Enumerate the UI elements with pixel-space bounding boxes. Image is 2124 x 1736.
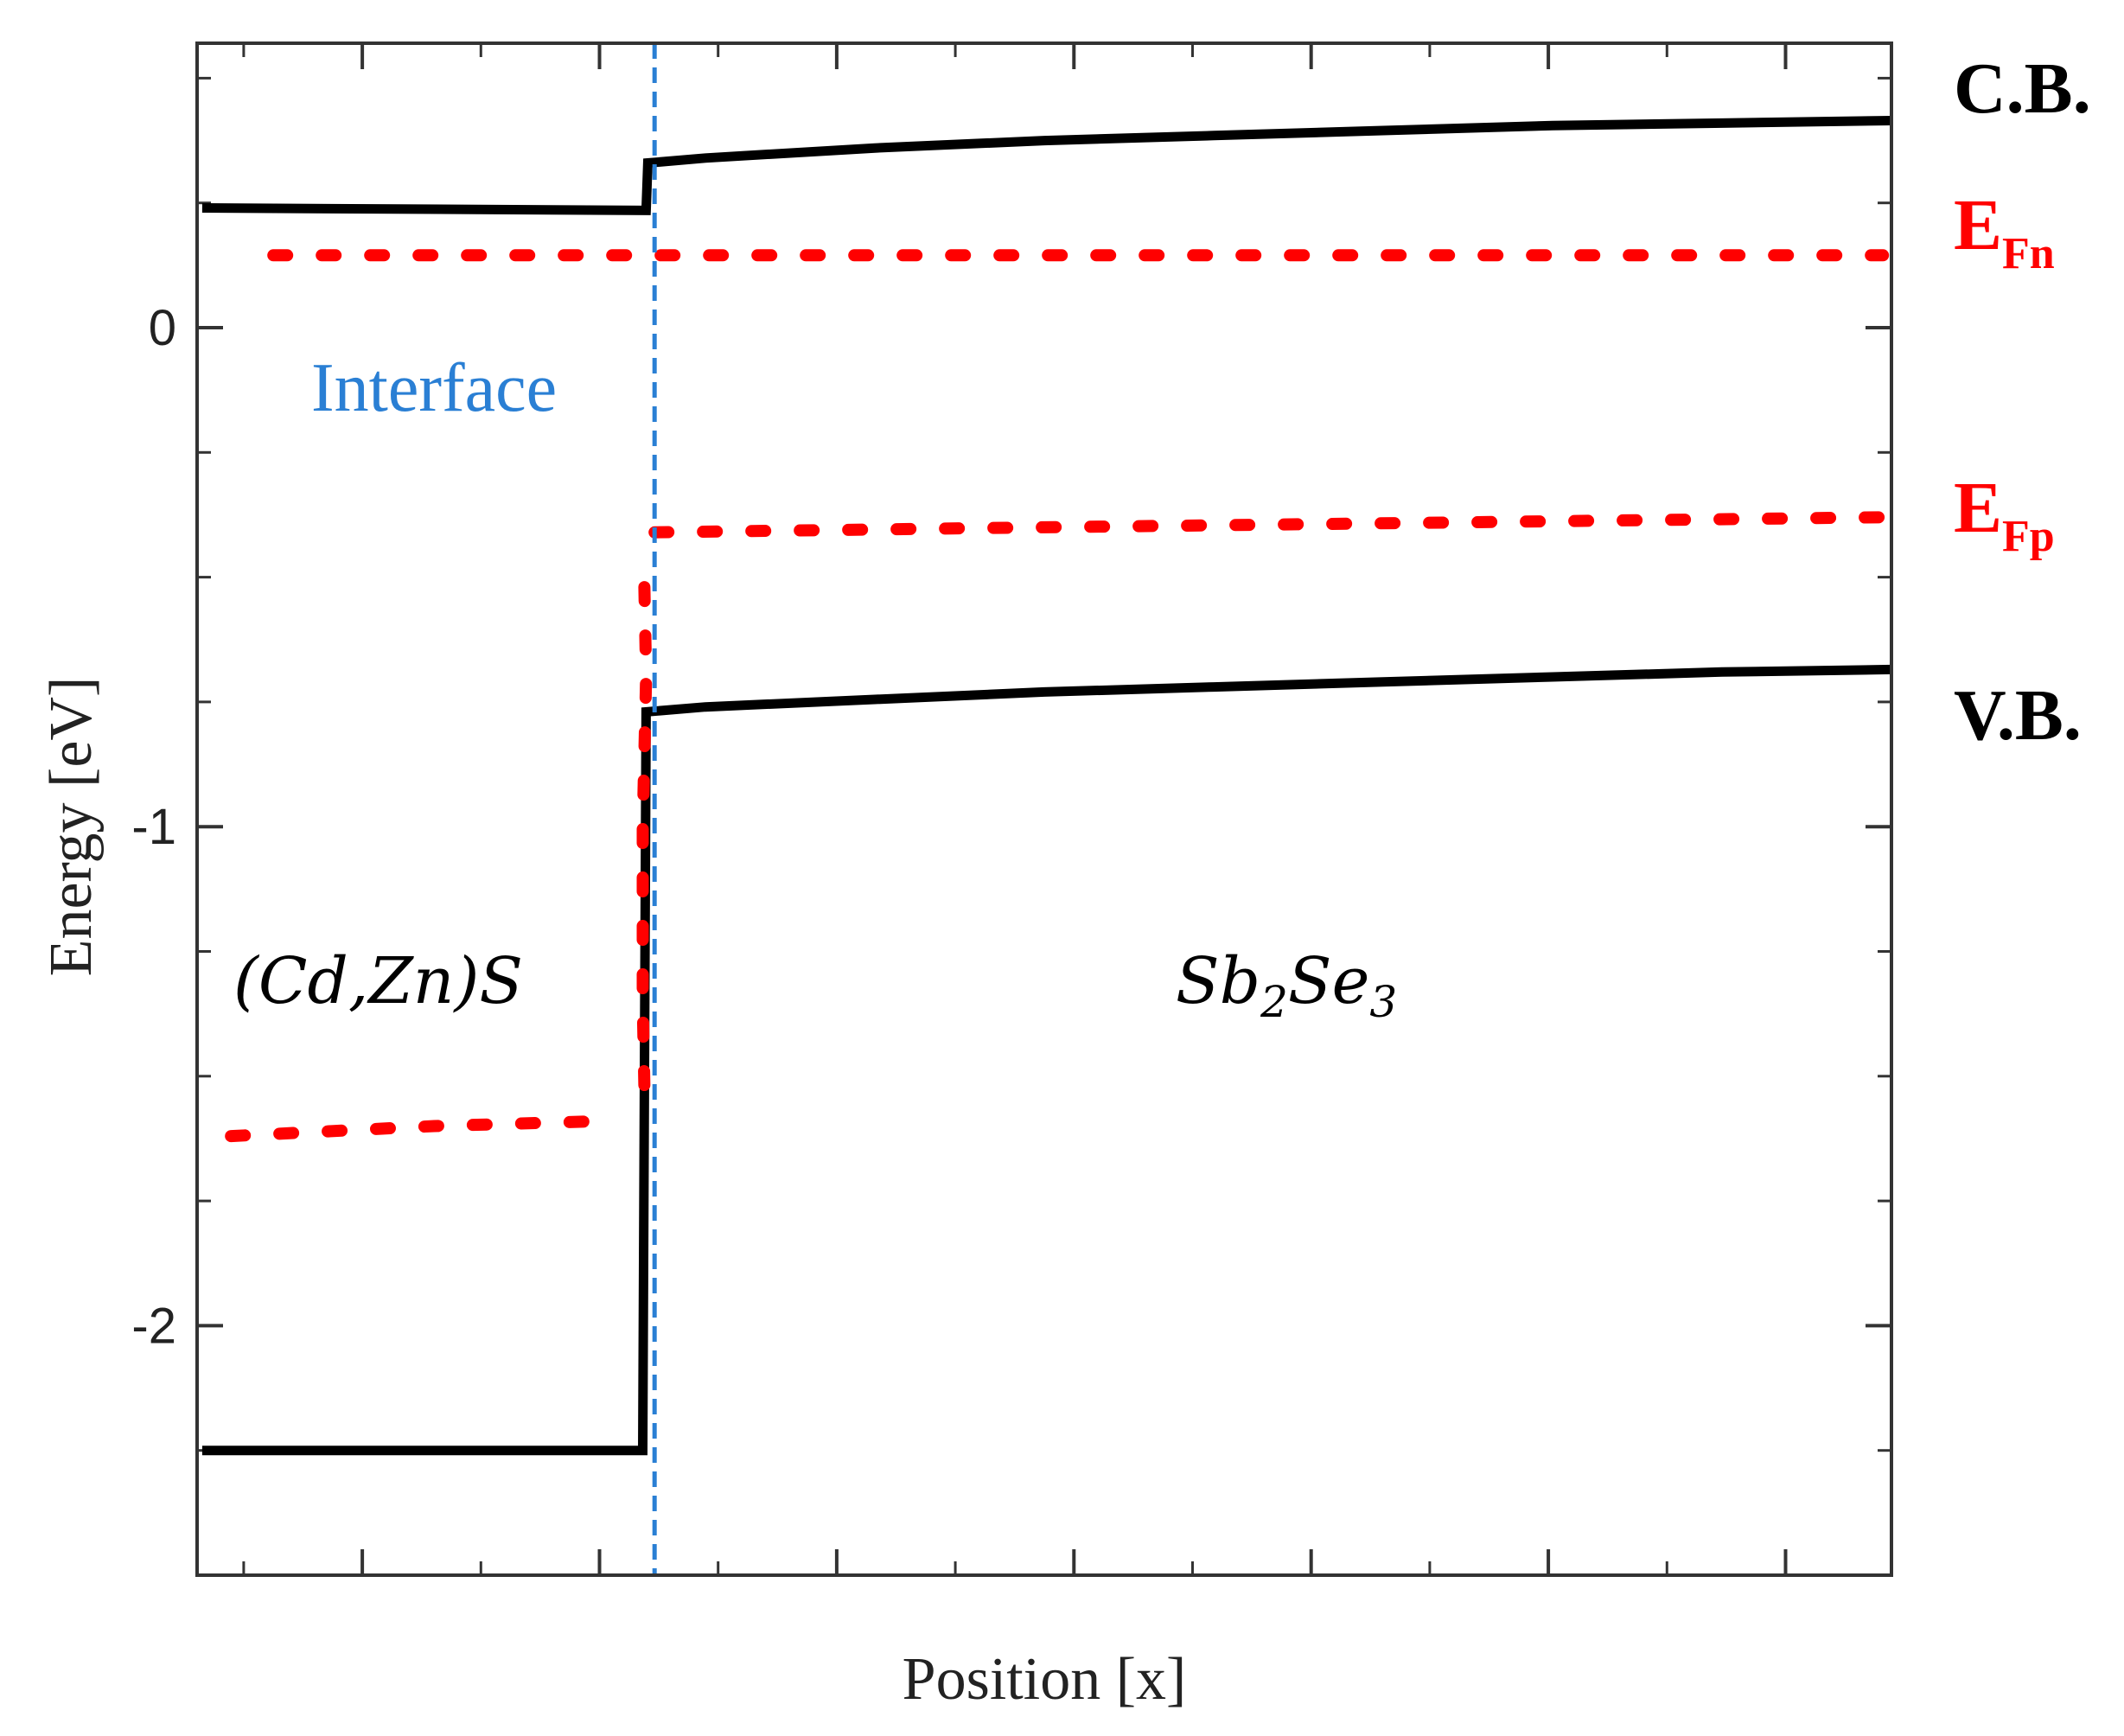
- vb-label: V.B.: [1954, 675, 2082, 756]
- right-material-mid: Se: [1288, 944, 1370, 1018]
- y-tick-label: 0: [149, 300, 176, 356]
- efn-label-sub: Fn: [2002, 229, 2055, 278]
- series-vb: [201, 664, 1892, 1456]
- series-efp-interface: [636, 581, 653, 1093]
- cb-label: C.B.: [1954, 48, 2091, 129]
- plot-frame: [195, 41, 1893, 1577]
- right-material-sub1: 2: [1260, 977, 1288, 1027]
- efp-label-sub: Fp: [2002, 512, 2055, 561]
- right-material-main: Sb: [1176, 944, 1260, 1018]
- y-tick-label: -2: [131, 1298, 176, 1354]
- series-layer: [201, 116, 1892, 1456]
- y-tick-label: -1: [131, 799, 176, 855]
- efp-label-main: E: [1954, 468, 2002, 548]
- y-tick-labels: 0 -1 -2: [131, 300, 176, 1354]
- series-efp: [648, 511, 1890, 539]
- efn-label-main: E: [1954, 185, 2002, 265]
- interface-label: Interface: [311, 350, 557, 426]
- series-cb: [201, 116, 1892, 215]
- right-material-label: Sb2Se3: [1176, 944, 1397, 1027]
- y-axis-title: Energy [eV]: [38, 677, 105, 977]
- efn-label: EFn: [1954, 185, 2055, 278]
- series-efp-cdzns: [225, 1114, 610, 1143]
- x-axis-title: Position [x]: [903, 1646, 1187, 1713]
- right-material-sub2: 3: [1369, 977, 1397, 1027]
- efp-label: EFp: [1954, 468, 2055, 561]
- axis-ticks: [197, 43, 1891, 1575]
- left-material-label: (Cd,Zn)S: [233, 944, 523, 1018]
